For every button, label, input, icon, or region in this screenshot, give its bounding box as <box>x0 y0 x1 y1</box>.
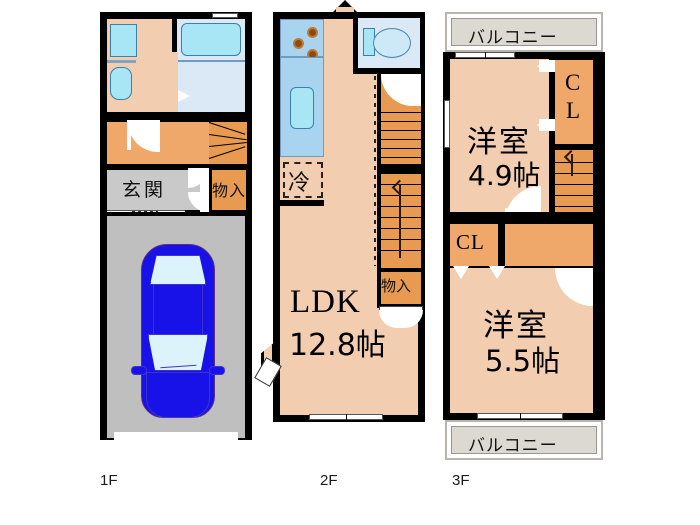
floor-plan-1f: 玄関 物入 <box>100 12 252 440</box>
storage-2f-floor <box>381 272 421 304</box>
floor-label-3f: 3F <box>452 472 470 489</box>
hallway-3f-floor <box>505 224 593 266</box>
room-upper-door-panel[interactable] <box>505 208 541 214</box>
ldk-label: LDK <box>290 284 361 320</box>
stair-step <box>381 250 421 251</box>
bathroom-door-swing <box>176 89 190 103</box>
floor-label-2f: 2F <box>320 472 338 489</box>
stair-handrail <box>374 76 376 266</box>
storage-2f-door-swing-left <box>379 310 401 328</box>
stair-step <box>381 130 421 131</box>
stair-step <box>381 217 421 218</box>
stair-step <box>381 206 421 207</box>
room-upper-window-left[interactable] <box>444 100 450 148</box>
washroom-doorway <box>168 52 178 112</box>
entrance-floor <box>107 170 200 210</box>
floor-plan-3f: バルコニー 洋室 4.9帖 C L CL 洋室 5.5帖 <box>443 12 605 460</box>
room-lower-door-panel[interactable] <box>587 268 593 306</box>
closet-lower-label: CL <box>456 230 485 254</box>
stair-step <box>381 228 421 229</box>
closet-lower-floor <box>450 224 498 266</box>
stair-step <box>381 139 421 140</box>
car-mirror-left <box>131 366 147 375</box>
stair-step <box>381 157 421 158</box>
stair-direction-arrow <box>399 184 401 258</box>
stair-step <box>555 206 593 207</box>
kitchen-sink-basin <box>290 87 314 129</box>
storage-2f-label: 物入 <box>381 277 412 295</box>
kitchen-stove-counter <box>280 19 324 57</box>
stair-step <box>381 121 421 122</box>
refrigerator-label: 冷 <box>288 171 311 196</box>
floor-label-1f: 1F <box>100 472 118 489</box>
room-upper-label: 洋室 <box>467 125 531 160</box>
room-upper-size-label: 4.9帖 <box>468 159 541 192</box>
closet-upper-door-arrow-2 <box>537 119 549 131</box>
balcony-top-label: バルコニー <box>468 28 558 48</box>
kitchen-wall-stub <box>280 200 324 206</box>
refrigerator-space <box>283 162 323 198</box>
toilet-bowl <box>373 28 411 58</box>
closet-lower-door-arrow-1 <box>453 266 469 279</box>
stair-step <box>555 195 593 196</box>
stove-burner-2 <box>293 38 304 49</box>
car-rear-deck <box>146 372 210 418</box>
bath-window <box>212 13 238 18</box>
stair-lower-flight-2f <box>381 174 421 270</box>
garage-opening <box>114 432 238 440</box>
vanity-counter <box>107 60 136 63</box>
car-roof <box>153 284 203 336</box>
car-windshield-rear <box>148 334 208 371</box>
washroom-door-panel[interactable] <box>127 120 131 150</box>
room-upper-window-mullion <box>485 52 486 58</box>
balcony-bottom-floor <box>451 426 597 454</box>
stair-step <box>381 112 421 113</box>
bath-divider-wall <box>177 60 245 62</box>
balcony-bottom-label: バルコニー <box>468 436 558 456</box>
room-lower-size-label: 5.5帖 <box>485 344 561 378</box>
balcony-top-floor <box>451 18 597 46</box>
stair-step <box>555 173 593 174</box>
room-lower-label: 洋室 <box>483 308 549 344</box>
stove-burner-1 <box>307 27 318 38</box>
stair-mid-landing-wall <box>377 164 425 174</box>
vanity-sink-fixture <box>110 67 132 100</box>
ldk-size-label: 12.8帖 <box>289 328 386 363</box>
car-windshield-front <box>150 255 206 285</box>
ldk-window-mullion <box>346 414 347 420</box>
stair-step <box>381 184 421 185</box>
stair-step <box>555 162 593 163</box>
floor-plan-2f: 冷 物入 LDK 12.8帖 <box>254 0 425 422</box>
closet-upper-floor <box>555 60 593 144</box>
bathtub-fixture <box>181 23 241 56</box>
car-mirror-right <box>209 366 225 375</box>
closet-upper-label-c: C <box>565 70 581 95</box>
closet-upper-label-l: L <box>566 98 581 123</box>
closet-lower-door-arrow-2 <box>489 266 505 279</box>
stair-step <box>381 148 421 149</box>
entrance-label: 玄関 <box>122 179 167 201</box>
closet-upper-door-arrow-1 <box>537 60 549 72</box>
room-lower-window-mullion <box>520 413 521 419</box>
storage-1f-label: 物入 <box>212 181 247 200</box>
stair-step <box>381 239 421 240</box>
entrance-door-panel[interactable] <box>200 168 209 212</box>
stair-step <box>381 195 421 196</box>
stair-3f-direction-arrow <box>571 154 573 176</box>
stair-step <box>555 184 593 185</box>
storage-1f-floor <box>212 170 246 210</box>
washing-machine-fixture <box>110 24 137 57</box>
